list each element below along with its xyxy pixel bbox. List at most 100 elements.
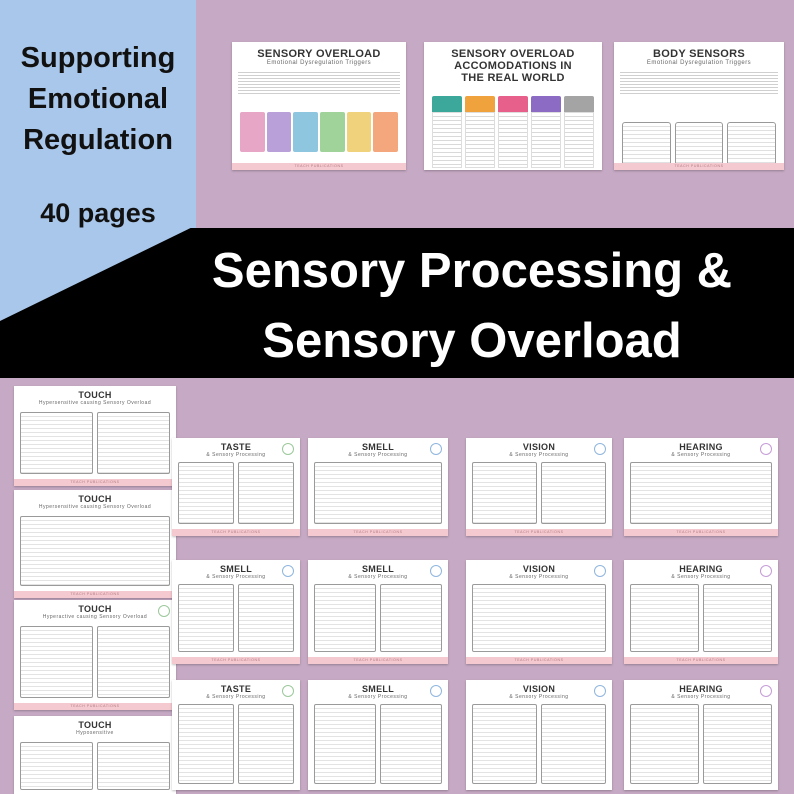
sense-icon <box>430 565 442 577</box>
card-content-boxes <box>630 462 772 524</box>
card-footer: TEACH PUBLICATIONS <box>172 657 300 664</box>
card-subtitle: Hypersensitive causing Sensory Overload <box>38 504 152 510</box>
sense-icon <box>282 443 294 455</box>
card-content-boxes <box>630 584 772 652</box>
sense-icon <box>282 685 294 697</box>
accommodation-columns <box>432 96 594 168</box>
card-text-lines <box>238 70 400 96</box>
card-title: VISION <box>522 442 556 452</box>
sense-card: TASTE & Sensory Processing <box>172 680 300 790</box>
sense-icon <box>158 605 170 617</box>
sense-icon <box>760 443 772 455</box>
card-title: TOUCH <box>78 604 112 614</box>
card-content-boxes <box>178 462 294 524</box>
card-title: SMELL <box>362 442 394 452</box>
card-subtitle: & Sensory Processing <box>509 694 569 700</box>
sense-card: SMELL & Sensory Processing TEACH PUBLICA… <box>172 560 300 664</box>
card-footer: TEACH PUBLICATIONS <box>624 657 778 664</box>
card-content-boxes <box>472 584 606 652</box>
sense-icon <box>430 443 442 455</box>
card-subtitle: & Sensory Processing <box>671 574 731 580</box>
card-content-boxes <box>314 462 442 524</box>
card-title: HEARING <box>679 684 723 694</box>
sense-card: VISION & Sensory Processing TEACH PUBLIC… <box>466 438 612 536</box>
card-footer: TEACH PUBLICATIONS <box>232 163 406 170</box>
featured-card-accommodations: SENSORY OVERLOAD ACCOMODATIONS IN THE RE… <box>424 42 602 170</box>
title-line-1: Sensory Processing & <box>211 244 733 298</box>
card-subtitle: Hyperactive causing Sensory Overload <box>42 614 148 620</box>
card-title: SMELL <box>220 564 252 574</box>
card-title: SMELL <box>362 684 394 694</box>
sense-icon <box>594 443 606 455</box>
card-subtitle: Emotional Dysregulation Triggers <box>266 60 372 66</box>
sense-card: SMELL & Sensory Processing TEACH PUBLICA… <box>308 438 448 536</box>
featured-card-sensory-overload: SENSORY OVERLOAD Emotional Dysregulation… <box>232 42 406 170</box>
card-title: HEARING <box>679 564 723 574</box>
sense-card: VISION & Sensory Processing <box>466 680 612 790</box>
tagline-line: Emotional <box>27 83 169 115</box>
card-footer: TEACH PUBLICATIONS <box>466 529 612 536</box>
card-footer: TEACH PUBLICATIONS <box>14 703 176 710</box>
page-count: 40 pages <box>40 198 156 228</box>
tagline-line: Supporting <box>20 42 176 74</box>
card-title: SENSORY OVERLOAD ACCOMODATIONS IN THE RE… <box>451 48 575 84</box>
card-title: TOUCH <box>78 494 112 504</box>
sense-icon <box>594 685 606 697</box>
card-content-boxes <box>314 584 442 652</box>
sense-card: HEARING & Sensory Processing TEACH PUBLI… <box>624 560 778 664</box>
card-subtitle: & Sensory Processing <box>509 574 569 580</box>
touch-card: TOUCH Hyposensitive <box>14 716 176 794</box>
touch-card: TOUCH Hyperactive causing Sensory Overlo… <box>14 600 176 710</box>
card-footer: TEACH PUBLICATIONS <box>172 529 300 536</box>
card-subtitle: & Sensory Processing <box>671 694 731 700</box>
sense-icon <box>760 565 772 577</box>
title-line-2: Sensory Overload <box>262 314 682 368</box>
card-footer: TEACH PUBLICATIONS <box>308 529 448 536</box>
card-content-boxes <box>178 704 294 784</box>
trigger-color-strip <box>240 112 399 152</box>
card-title: SENSORY OVERLOAD <box>257 48 381 60</box>
featured-card-body-sensors: BODY SENSORS Emotional Dysregulation Tri… <box>614 42 784 170</box>
card-title: SMELL <box>362 564 394 574</box>
sense-card: VISION & Sensory Processing TEACH PUBLIC… <box>466 560 612 664</box>
card-subtitle: & Sensory Processing <box>206 574 266 580</box>
card-text-lines <box>620 70 778 96</box>
card-content-boxes <box>20 742 170 790</box>
card-content-boxes <box>178 584 294 652</box>
card-content-boxes <box>20 626 170 698</box>
card-title: TOUCH <box>78 390 112 400</box>
card-content-boxes <box>20 412 170 474</box>
card-footer: TEACH PUBLICATIONS <box>14 591 176 598</box>
card-content-boxes <box>630 704 772 784</box>
card-subtitle: & Sensory Processing <box>348 574 408 580</box>
card-content-boxes <box>20 516 170 586</box>
card-title: BODY SENSORS <box>652 48 746 60</box>
card-title: VISION <box>522 684 556 694</box>
tagline-line: Regulation <box>23 124 173 156</box>
card-footer: TEACH PUBLICATIONS <box>308 657 448 664</box>
card-subtitle: & Sensory Processing <box>206 694 266 700</box>
touch-card: TOUCH Hypersensitive causing Sensory Ove… <box>14 386 176 486</box>
sense-card: HEARING & Sensory Processing TEACH PUBLI… <box>624 438 778 536</box>
card-content-boxes <box>472 704 606 784</box>
touch-card: TOUCH Hypersensitive causing Sensory Ove… <box>14 490 176 598</box>
card-subtitle: & Sensory Processing <box>348 694 408 700</box>
card-subtitle: Hypersensitive causing Sensory Overload <box>38 400 152 406</box>
sense-icon <box>282 565 294 577</box>
card-footer: TEACH PUBLICATIONS <box>466 657 612 664</box>
sense-card: SMELL & Sensory Processing TEACH PUBLICA… <box>308 560 448 664</box>
card-content-boxes <box>314 704 442 784</box>
card-subtitle: Emotional Dysregulation Triggers <box>646 60 752 66</box>
sense-card: SMELL & Sensory Processing <box>308 680 448 790</box>
card-subtitle: & Sensory Processing <box>206 452 266 458</box>
card-subtitle: & Sensory Processing <box>671 452 731 458</box>
sense-icon <box>430 685 442 697</box>
card-title: VISION <box>522 564 556 574</box>
sense-icon <box>594 565 606 577</box>
card-footer: TEACH PUBLICATIONS <box>624 529 778 536</box>
card-subtitle: & Sensory Processing <box>348 452 408 458</box>
card-footer: TEACH PUBLICATIONS <box>14 479 176 486</box>
card-title: HEARING <box>679 442 723 452</box>
card-title: TASTE <box>220 684 252 694</box>
